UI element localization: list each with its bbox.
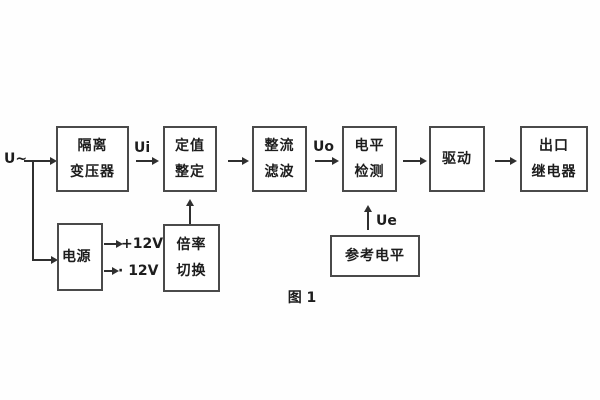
box-output-relay: 出口 继电器 [520, 126, 588, 192]
figure-caption: 图 1 [287, 290, 317, 306]
box-label: 检测 [354, 164, 385, 180]
ue-label: Ue [376, 213, 397, 229]
box-isolation-transformer: 隔离 变压器 [56, 126, 129, 192]
box-label: 切换 [176, 263, 207, 279]
rail-positive-label: +12V [121, 236, 164, 252]
box-reference-level: 参考电平 [330, 235, 420, 277]
rail-negative-label: · 12V [118, 263, 159, 279]
ui-label: Ui [134, 140, 151, 156]
box-power-supply: 电源 [57, 223, 103, 291]
box-label: 电平 [354, 138, 385, 154]
box-label: 出口 [539, 138, 569, 154]
box-ratio-switch: 倍率 切换 [163, 224, 220, 292]
box-label: 电源 [62, 249, 91, 265]
box-label: 驱动 [442, 151, 472, 167]
box-label: 倍率 [176, 237, 207, 253]
box-level-detect: 电平 检测 [342, 126, 397, 192]
box-label: 变压器 [70, 164, 115, 180]
box-setting-adjust: 定值 整定 [163, 126, 217, 192]
box-label: 隔离 [77, 138, 108, 154]
input-signal-label: U~ [4, 151, 28, 167]
box-label: 滤波 [264, 164, 295, 180]
box-label: 整流 [264, 138, 295, 154]
box-drive: 驱动 [429, 126, 485, 192]
uo-label: Uo [313, 139, 334, 155]
box-label: 继电器 [531, 164, 577, 180]
input-branch-line [32, 161, 34, 261]
box-rectifier-filter: 整流 滤波 [252, 126, 307, 192]
box-label: 定值 [175, 138, 205, 154]
box-label: 参考电平 [345, 248, 405, 264]
box-label: 整定 [175, 164, 205, 180]
